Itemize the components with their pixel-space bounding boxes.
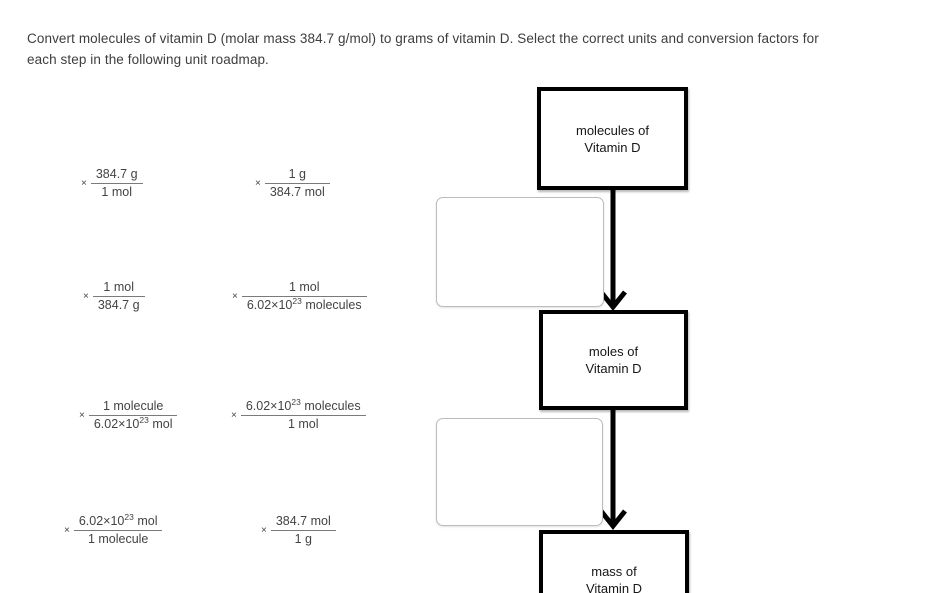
dropzone-step-1[interactable] bbox=[436, 197, 604, 307]
stage-label-line-1: mass of bbox=[591, 564, 637, 579]
num-text: 6.02×10 bbox=[78, 514, 125, 528]
fraction-denominator: 384.7 mol bbox=[265, 184, 330, 200]
fraction-denominator: 1 mol bbox=[91, 184, 143, 200]
stage-label-line-2: Vitamin D bbox=[584, 139, 641, 155]
fraction-denominator: 1 molecule bbox=[74, 531, 163, 547]
fraction: 1 molecule 6.02×1023 mol bbox=[88, 399, 178, 432]
stage-label-line-2: Vitamin D bbox=[585, 361, 642, 376]
fraction-denominator: 384.7 g bbox=[93, 297, 145, 313]
num-text: 1 molecule bbox=[102, 399, 164, 413]
fraction: 1 mol 384.7 g bbox=[92, 280, 145, 313]
fraction-denominator: 1 mol bbox=[241, 416, 366, 432]
multiply-symbol: × bbox=[255, 177, 261, 189]
fraction: 384.7 g 1 mol bbox=[90, 167, 143, 200]
conversion-factor-tile-7[interactable]: × 6.02×1023 mol 1 molecule bbox=[64, 511, 163, 547]
den-rest: molecules bbox=[301, 298, 362, 312]
num-text: 384.7 mol bbox=[275, 514, 331, 528]
num-superscript: 23 bbox=[291, 396, 301, 407]
fraction: 6.02×1023 mol 1 molecule bbox=[73, 511, 163, 547]
num-text: 6.02×10 bbox=[245, 399, 292, 413]
stage-label-line-1: moles of bbox=[588, 344, 639, 359]
num-rest: molecules bbox=[300, 399, 361, 413]
fraction-numerator: 1 g bbox=[264, 167, 330, 184]
multiply-symbol: × bbox=[232, 290, 238, 302]
stage-box-molecules: molecules of Vitamin D bbox=[537, 87, 688, 190]
fraction-numerator: 384.7 mol bbox=[270, 514, 336, 531]
stage-label-line-1: molecules of bbox=[576, 122, 649, 138]
stage-box-moles: moles of Vitamin D bbox=[539, 310, 688, 410]
den-rest: mol bbox=[148, 417, 173, 431]
fraction-denominator: 1 g bbox=[271, 531, 336, 547]
fraction-denominator: 6.02×1023 molecules bbox=[242, 297, 367, 313]
fraction-numerator: 1 mol bbox=[92, 280, 145, 297]
den-superscript: 23 bbox=[139, 414, 149, 425]
instructions-line-2: each step in the following unit roadmap. bbox=[27, 52, 269, 67]
den-text: 1 g bbox=[294, 532, 312, 546]
fraction: 384.7 mol 1 g bbox=[270, 514, 336, 547]
fraction-numerator: 1 mol bbox=[241, 280, 367, 297]
den-text: 6.02×10 bbox=[93, 417, 140, 431]
stage-label: molecules of Vitamin D bbox=[576, 122, 649, 156]
multiply-symbol: × bbox=[261, 524, 267, 536]
den-text: 1 molecule bbox=[87, 532, 149, 546]
instructions-line-1: Convert molecules of vitamin D (molar ma… bbox=[27, 31, 819, 46]
multiply-symbol: × bbox=[231, 409, 237, 421]
den-text: 1 mol bbox=[287, 417, 319, 431]
num-text: 1 mol bbox=[288, 280, 320, 294]
conversion-factor-tile-5[interactable]: × 1 molecule 6.02×1023 mol bbox=[79, 399, 178, 432]
num-text: 1 mol bbox=[103, 280, 134, 294]
conversion-factor-tile-1[interactable]: × 384.7 g 1 mol bbox=[81, 167, 143, 200]
num-text: 384.7 g bbox=[95, 167, 138, 181]
fraction-numerator: 384.7 g bbox=[90, 167, 143, 184]
conversion-factor-tile-8[interactable]: × 384.7 mol 1 g bbox=[261, 514, 336, 547]
multiply-symbol: × bbox=[64, 524, 70, 536]
den-text: 384.7 g bbox=[97, 298, 140, 312]
num-text: 1 g bbox=[288, 167, 306, 181]
fraction-numerator: 1 molecule bbox=[88, 399, 178, 416]
arrow-head-2 bbox=[599, 509, 627, 531]
fraction-numerator: 6.02×1023 mol bbox=[73, 511, 163, 531]
stage-label: moles of Vitamin D bbox=[585, 343, 641, 377]
fraction-denominator: 6.02×1023 mol bbox=[89, 416, 178, 432]
multiply-symbol: × bbox=[83, 290, 89, 302]
fraction: 1 g 384.7 mol bbox=[264, 167, 330, 200]
stage-box-mass: mass of Vitamin D bbox=[539, 530, 689, 593]
arrow-head-1 bbox=[599, 290, 627, 312]
dropzone-step-2[interactable] bbox=[436, 418, 603, 526]
fraction: 1 mol 6.02×1023 molecules bbox=[241, 280, 367, 313]
stage-label: mass of Vitamin D bbox=[586, 563, 642, 593]
num-rest: mol bbox=[133, 514, 158, 528]
conversion-factor-tile-3[interactable]: × 1 mol 384.7 g bbox=[83, 280, 145, 313]
den-text: 384.7 mol bbox=[269, 185, 325, 199]
conversion-factor-tile-6[interactable]: × 6.02×1023 molecules 1 mol bbox=[231, 396, 366, 432]
conversion-factor-tile-4[interactable]: × 1 mol 6.02×1023 molecules bbox=[232, 280, 367, 313]
stage-label-line-2: Vitamin D bbox=[585, 581, 643, 593]
multiply-symbol: × bbox=[81, 177, 87, 189]
num-superscript: 23 bbox=[124, 511, 134, 522]
den-text: 6.02×10 bbox=[246, 298, 293, 312]
multiply-symbol: × bbox=[79, 409, 85, 421]
fraction: 6.02×1023 molecules 1 mol bbox=[240, 396, 366, 432]
den-superscript: 23 bbox=[292, 295, 302, 306]
den-text: 1 mol bbox=[101, 185, 132, 199]
conversion-factor-tile-2[interactable]: × 1 g 384.7 mol bbox=[255, 167, 330, 200]
fraction-numerator: 6.02×1023 molecules bbox=[240, 396, 366, 416]
instructions-text: Convert molecules of vitamin D (molar ma… bbox=[27, 28, 942, 70]
